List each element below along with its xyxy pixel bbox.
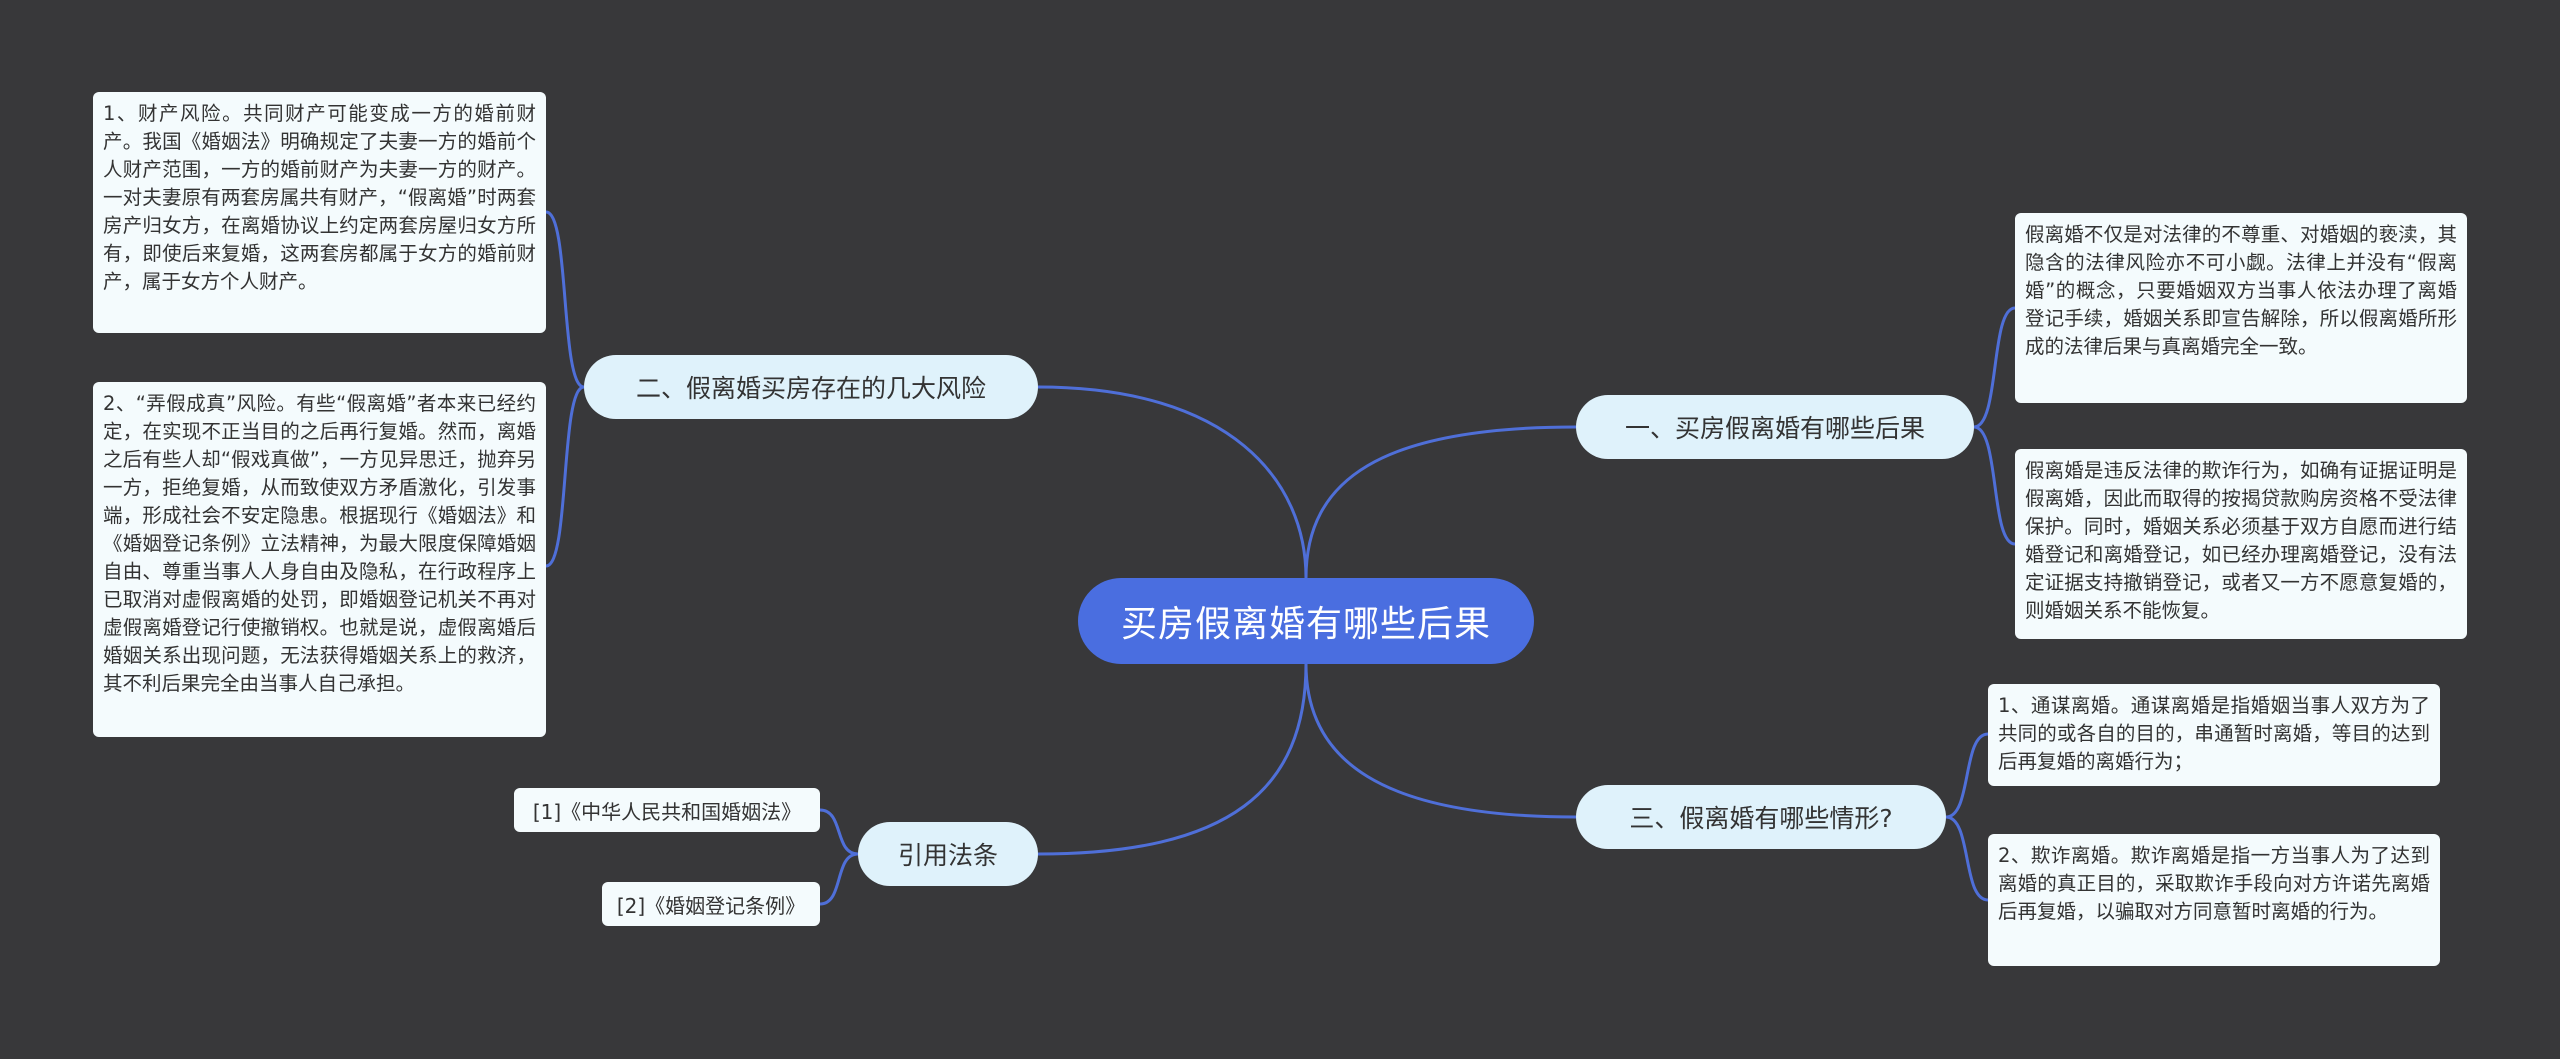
topic-risks[interactable]: 二、假离婚买房存在的几大风险 (584, 355, 1038, 419)
ref-marriage-registration: [2]《婚姻登记条例》 (602, 882, 820, 926)
leaf-situation-2: 2、欺诈离婚。欺诈离婚是指一方当事人为了达到离婚的真正目的，采取欺诈手段向对方许… (1988, 834, 2440, 966)
topic-citations[interactable]: 引用法条 (858, 822, 1038, 886)
link-root-t4 (1037, 663, 1308, 856)
leaf-situation-1: 1、通谋离婚。通谋离婚是指婚姻当事人双方为了共同的或各自的目的，串通暂时离婚，等… (1988, 684, 2440, 786)
link-root-t3 (1304, 663, 1577, 819)
link-root-t2 (1037, 385, 1308, 579)
link-t4-ref2 (819, 852, 859, 906)
topic-consequences[interactable]: 一、买房假离婚有哪些后果 (1576, 395, 1974, 459)
link-t3-leaf1 (1945, 732, 1989, 819)
leaf-risk-1: 1、财产风险。共同财产可能变成一方的婚前财产。我国《婚姻法》明确规定了夫妻一方的… (93, 92, 546, 333)
link-t3-leaf2 (1945, 815, 1989, 902)
leaf-consequence-1: 假离婚不仅是对法律的不尊重、对婚姻的亵渎，其隐含的法律风险亦不可小觑。法律上并没… (2015, 213, 2467, 403)
link-t1-leaf2 (1973, 425, 2016, 546)
link-root-t1 (1304, 425, 1577, 579)
root-node[interactable]: 买房假离婚有哪些后果 (1078, 578, 1534, 664)
leaf-risk-2: 2、“弄假成真”风险。有些“假离婚”者本来已经约定，在实现不正当目的之后再行复婚… (93, 382, 546, 737)
topic-situations[interactable]: 三、假离婚有哪些情形? (1576, 785, 1946, 849)
link-t1-leaf1 (1973, 306, 2016, 429)
leaf-consequence-2: 假离婚是违反法律的欺诈行为，如确有证据证明是假离婚，因此而取得的按揭贷款购房资格… (2015, 449, 2467, 639)
ref-marriage-law: [1]《中华人民共和国婚姻法》 (514, 788, 820, 832)
link-t2-leaf2 (545, 385, 585, 568)
link-t4-ref1 (819, 808, 859, 856)
link-t2-leaf1 (545, 210, 585, 389)
